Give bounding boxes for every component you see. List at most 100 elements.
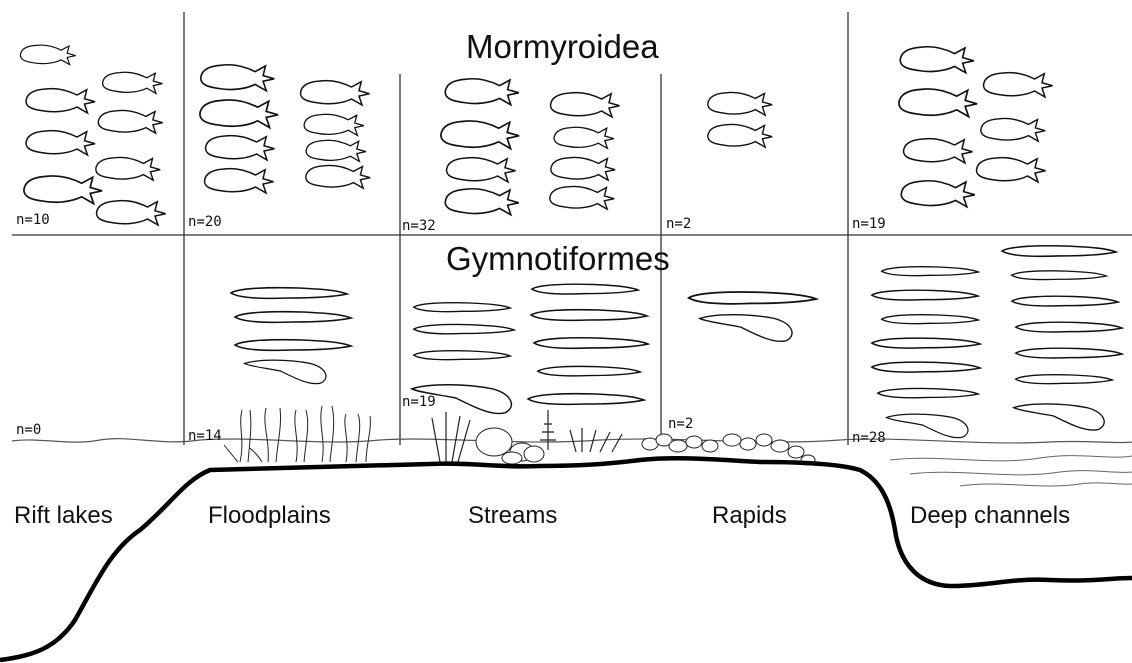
gymnotiformes-count-deep-channels: n=28 xyxy=(852,430,886,446)
mormyrid-fish-outline-icon xyxy=(301,81,370,105)
knifefish-outline-icon xyxy=(235,312,351,323)
knifefish-outline-icon xyxy=(534,338,648,349)
stream-rocks xyxy=(476,428,544,464)
plant-icon xyxy=(224,410,251,462)
mormyroidea-count-rapids: n=2 xyxy=(666,216,691,232)
rock-icon xyxy=(669,440,687,452)
knifefish-outline-icon xyxy=(245,360,326,384)
mormyrid-fish-outline-icon xyxy=(200,100,278,128)
mormyrid-fish-outline-icon xyxy=(98,110,162,133)
knifefish-group-floodplains xyxy=(231,288,351,384)
mormyrid-fish-outline-icon xyxy=(26,131,95,155)
habitat-label-streams: Streams xyxy=(468,502,557,530)
mormyrid-fish-outline-icon xyxy=(550,186,614,209)
knifefish-outline-icon xyxy=(882,315,979,324)
plant-icon xyxy=(540,410,556,450)
mormyrid-fish-outline-icon xyxy=(447,158,516,182)
mormyrid-fish-outline-icon xyxy=(201,65,275,91)
mormyroidea-count-streams: n=32 xyxy=(402,218,436,234)
water-wave-3 xyxy=(960,483,1132,486)
mormyrid-fish-outline-icon xyxy=(551,157,615,180)
knifefish-outline-icon xyxy=(531,310,647,321)
gymnotiformes-count-floodplains: n=14 xyxy=(188,428,222,444)
mormyrid-fish-outline-icon xyxy=(708,92,772,115)
rock-icon xyxy=(740,438,756,450)
plant-icon xyxy=(295,410,308,462)
mormyrid-fish-group-streams xyxy=(441,79,620,215)
knifefish-outline-icon xyxy=(414,351,511,360)
mormyrid-fish-outline-icon xyxy=(26,89,95,113)
water-wave-2 xyxy=(910,471,1132,475)
knifefish-outline-icon xyxy=(887,414,968,438)
plant-icon xyxy=(432,412,470,462)
rock-icon xyxy=(476,428,512,456)
knifefish-outline-icon xyxy=(878,388,979,397)
mormyrid-fish-group-rapids xyxy=(708,92,772,147)
knifefish-outline-icon xyxy=(689,292,817,304)
mormyrid-fish-outline-icon xyxy=(977,158,1046,182)
mormyrid-fish-outline-icon xyxy=(445,189,519,215)
knifefish-outline-icon xyxy=(1016,348,1122,358)
knifefish-outline-icon xyxy=(1016,322,1122,332)
floodplain-vegetation xyxy=(224,406,370,462)
mormyrid-fish-group-floodplains xyxy=(200,65,370,193)
mormyroidea-title: Mormyroidea xyxy=(466,28,659,66)
habitat-label-deep-channels: Deep channels xyxy=(910,502,1070,530)
gymnotiformes-count-streams: n=19 xyxy=(402,394,436,410)
knifefish-outline-icon xyxy=(414,324,515,333)
mormyrid-fish-outline-icon xyxy=(20,45,75,65)
mormyrid-fish-outline-icon xyxy=(441,121,519,149)
rock-icon xyxy=(686,436,702,448)
knifefish-outline-icon xyxy=(528,394,644,405)
knifefish-outline-icon xyxy=(882,267,979,276)
mormyrid-fish-outline-icon xyxy=(103,72,163,93)
riverbed-profile xyxy=(0,458,1132,660)
rock-icon xyxy=(723,434,741,446)
mormyrid-fish-outline-icon xyxy=(445,79,519,105)
knifefish-outline-icon xyxy=(235,340,351,351)
mormyrid-fish-group-rift-lakes xyxy=(20,45,165,225)
knifefish-outline-icon xyxy=(1012,271,1107,280)
mormyrid-fish-outline-icon xyxy=(97,201,166,225)
mormyrid-fish-outline-icon xyxy=(205,169,274,193)
mormyrid-fish-outline-icon xyxy=(984,73,1053,97)
knifefish-outline-icon xyxy=(872,338,980,348)
knifefish-outline-icon xyxy=(1002,246,1116,257)
mormyrid-fish-outline-icon xyxy=(306,140,366,161)
knifefish-outline-icon xyxy=(1014,404,1105,430)
knifefish-outline-icon xyxy=(1016,375,1113,384)
plant-icon xyxy=(345,414,371,462)
knifefish-outline-icon xyxy=(231,288,347,299)
knifefish-outline-icon xyxy=(532,284,638,294)
knifefish-group-rapids xyxy=(689,292,817,341)
rock-icon xyxy=(702,440,718,452)
mormyrid-fish-outline-icon xyxy=(900,47,974,73)
mormyrid-fish-outline-icon xyxy=(551,93,620,117)
mormyrid-fish-outline-icon xyxy=(304,114,364,135)
knifefish-outline-icon xyxy=(872,290,978,300)
mormyroidea-count-floodplains: n=20 xyxy=(188,214,222,230)
knifefish-outline-icon xyxy=(414,303,511,312)
knifefish-outline-icon xyxy=(1012,296,1118,306)
knifefish-group-deep-channels xyxy=(872,246,1122,438)
rock-icon xyxy=(756,434,772,446)
knifefish-outline-icon xyxy=(872,362,980,372)
mormyrid-fish-outline-icon xyxy=(904,139,973,163)
mormyroidea-count-rift-lakes: n=10 xyxy=(16,212,50,228)
gymnotiformes-count-rapids: n=2 xyxy=(668,416,693,432)
habitat-label-floodplains: Floodplains xyxy=(208,502,331,530)
rock-icon xyxy=(788,446,804,458)
mormyrid-fish-group-deep-channels xyxy=(899,47,1053,207)
habitat-label-rapids: Rapids xyxy=(712,502,787,530)
knifefish-group-streams xyxy=(412,284,648,413)
mormyrid-fish-outline-icon xyxy=(981,118,1045,141)
plant-icon xyxy=(321,406,334,462)
rock-icon xyxy=(771,440,789,452)
panel-grid xyxy=(12,12,1132,445)
mormyrid-fish-outline-icon xyxy=(899,89,977,117)
knifefish-outline-icon xyxy=(538,366,640,375)
mormyrid-fish-outline-icon xyxy=(24,176,102,204)
plant-icon xyxy=(250,408,281,462)
rock-icon xyxy=(502,452,522,464)
